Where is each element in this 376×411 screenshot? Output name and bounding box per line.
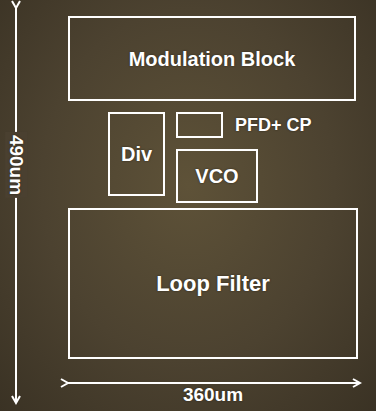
block-label: PFD+ CP bbox=[235, 112, 312, 139]
dimension-label: 490um bbox=[5, 132, 27, 198]
block-outline: VCO bbox=[176, 149, 258, 203]
block-outline: PFD+ CP bbox=[176, 112, 223, 138]
block-label: Loop Filter bbox=[150, 265, 276, 302]
width-dimension-arrow bbox=[68, 382, 360, 384]
block-outline: Loop Filter bbox=[68, 208, 358, 359]
block-label: Div bbox=[115, 137, 158, 171]
block-label: VCO bbox=[189, 159, 244, 193]
height-dimension-arrow bbox=[15, 8, 17, 403]
block-label: Modulation Block bbox=[123, 42, 302, 76]
dimension-label: 360um bbox=[183, 384, 243, 406]
block-outline: Div bbox=[108, 112, 165, 196]
block-outline: Modulation Block bbox=[68, 16, 356, 101]
